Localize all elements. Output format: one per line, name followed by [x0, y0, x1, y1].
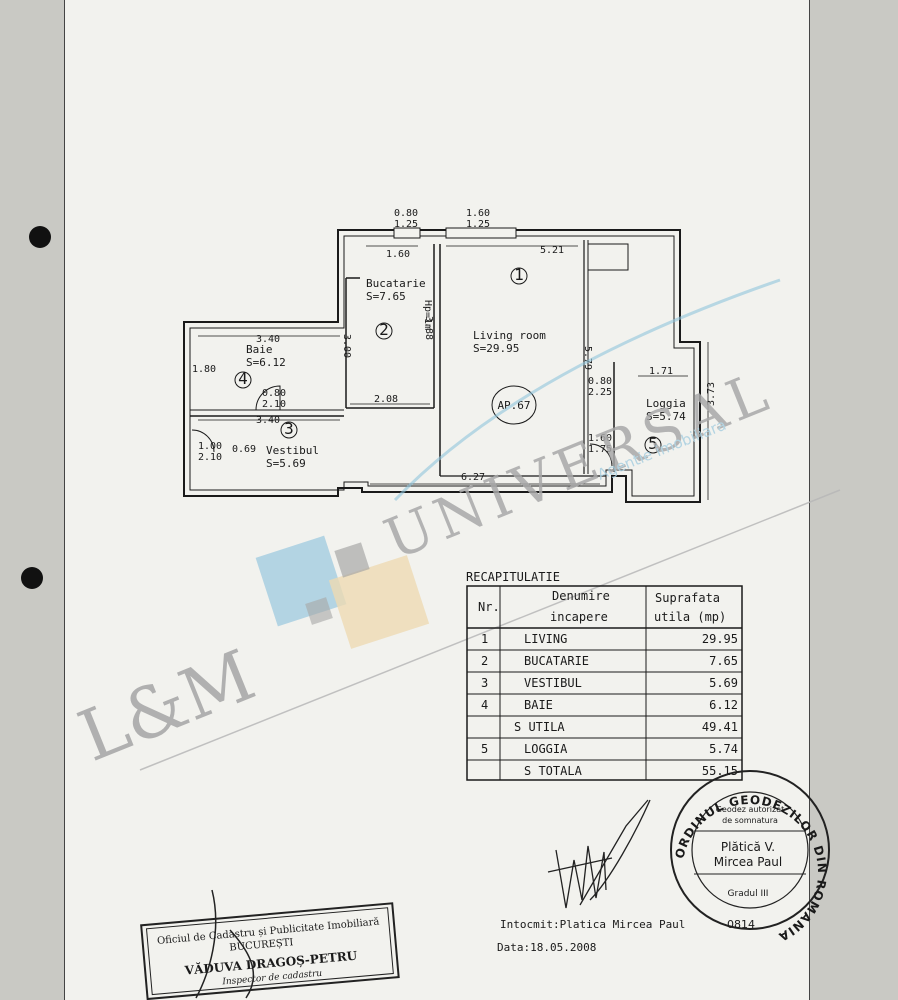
- recap-header-name-1: Denumire: [552, 589, 610, 603]
- ceiling-height-label: Hp=1m: [422, 300, 433, 330]
- room-number-living: 1: [514, 265, 524, 284]
- recap-cell-name: BAIE: [524, 698, 553, 712]
- recap-cell-name: BUCATARIE: [524, 654, 589, 668]
- round-stamp: ORDINUL GEODEZILOR DIN ROMANIA Geodez au…: [670, 770, 830, 944]
- stamp-name-1: Plătică V.: [721, 840, 775, 854]
- date-line: Data:18.05.2008: [497, 941, 596, 954]
- recap-cell-area: 29.95: [702, 632, 738, 646]
- recap-header-area-2: utila (mp): [654, 610, 726, 624]
- window-mid-height: 1.25: [466, 219, 490, 230]
- recap-cell-nr: 4: [481, 698, 488, 712]
- table-row: 3 VESTIBUL 5.69: [481, 676, 738, 690]
- dim-vestibule-width: 3.40: [256, 415, 280, 426]
- dim-kitchen-bottom: 2.08: [374, 394, 398, 405]
- room-name-vestibule: Vestibul: [266, 444, 319, 457]
- room-number-bath: 4: [238, 369, 248, 388]
- room-area-vestibule: S=5.69: [266, 457, 306, 470]
- watermark-logo-tan-square: [328, 555, 430, 649]
- recap-cell-name: S UTILA: [514, 720, 565, 734]
- table-row: S UTILA 49.41: [514, 720, 738, 734]
- recap-cell-name: LOGGIA: [524, 742, 568, 756]
- recap-cell-name: S TOTALA: [524, 764, 583, 778]
- dim-living-side: 5.79: [582, 346, 593, 370]
- recap-header-nr: Nr.: [478, 600, 500, 614]
- room-area-kitchen: S=7.65: [366, 290, 406, 303]
- table-row: S TOTALA 55.15: [524, 764, 738, 778]
- dim-kitchen-width: 1.60: [386, 249, 410, 260]
- stamp-grade: Gradul III: [728, 889, 769, 899]
- plan-labels: 1 2 3 4 5 Living room S=29.95 Bucatarie …: [192, 208, 717, 483]
- stamp-number: 0814: [727, 918, 755, 931]
- signature: [547, 799, 651, 909]
- dim-kitchen-height: 3.88: [423, 316, 434, 340]
- watermark-name: UNIVERSAL: [376, 358, 782, 573]
- door-loggia-2-width: 1.60: [588, 433, 612, 444]
- recap-cell-nr: 1: [481, 632, 488, 646]
- table-row: 4 BAIE 6.12: [481, 698, 738, 712]
- door-loggia-1-height: 2.25: [588, 387, 612, 398]
- dim-loggia-height: 3.73: [706, 382, 717, 406]
- door-bath-height: 2.10: [262, 399, 286, 410]
- room-area-living: S=29.95: [473, 342, 519, 355]
- door-bath-width: 0.80: [262, 388, 286, 399]
- room-number-kitchen: 2: [379, 320, 389, 339]
- rect-stamp: Oficiul de Cadastru și Publicitate Imobi…: [140, 902, 400, 1000]
- dim-loggia-width: 1.71: [649, 366, 673, 377]
- room-name-living: Living room: [473, 329, 546, 342]
- window-left-height: 1.25: [394, 219, 418, 230]
- room-name-kitchen: Bucatarie: [366, 277, 426, 290]
- room-area-loggia: S=5.74: [646, 410, 686, 423]
- door-entrance-height: 2.10: [198, 452, 222, 463]
- stamp-line-2: de somnatura: [722, 816, 778, 825]
- recap-cell-nr: 2: [481, 654, 488, 668]
- recap-cell-area: 5.74: [709, 742, 738, 756]
- watermark-logo-gray-square: [334, 542, 370, 578]
- recap-cell-name: LIVING: [524, 632, 567, 646]
- recap-header-area-1: Suprafata: [655, 591, 720, 605]
- watermark-brand: L&M: [68, 634, 266, 778]
- dim-living-width: 5.21: [540, 245, 564, 256]
- window-mid-width: 1.60: [466, 208, 490, 219]
- dim-bath-height: 1.80: [192, 364, 216, 375]
- table-row: 5 LOGGIA 5.74: [481, 742, 738, 756]
- window-left-width: 0.80: [394, 208, 418, 219]
- document-page: [64, 0, 810, 1000]
- author-line: Intocmit:Platica Mircea Paul: [500, 918, 685, 931]
- dim-entrance-side: 0.69: [232, 444, 256, 455]
- recap-title: RECAPITULATIE: [466, 570, 560, 584]
- recap-cell-nr: 3: [481, 676, 488, 690]
- room-name-loggia: Loggia: [646, 397, 686, 410]
- stamp-line-1: Geodez autorizat: [716, 805, 785, 814]
- dim-bath-width: 3.40: [256, 334, 280, 345]
- door-loggia-2-height: 1.75: [588, 444, 612, 455]
- door-entrance-width: 1.00: [198, 441, 222, 452]
- table-row: 1 LIVING 29.95: [481, 632, 738, 646]
- punch-hole: [29, 226, 51, 248]
- recap-cell-area: 7.65: [709, 654, 738, 668]
- room-number-vestibule: 3: [284, 419, 294, 438]
- floor-plan: [183, 227, 709, 503]
- recap-header-name-2: incapere: [550, 610, 608, 624]
- dim-living-bottom: 6.27: [461, 472, 485, 483]
- recap-cell-area: 6.12: [709, 698, 738, 712]
- recap-table: RECAPITULATIE Nr. Denumire incapere Supr…: [466, 570, 743, 781]
- door-loggia-1-width: 0.80: [588, 376, 612, 387]
- recap-cell-area: 49.41: [702, 720, 738, 734]
- room-number-loggia: 5: [648, 434, 658, 453]
- watermark-logo-gray-square: [305, 597, 333, 625]
- recap-cell-name: VESTIBUL: [524, 676, 582, 690]
- punch-hole: [21, 567, 43, 589]
- stamp-name-2: Mircea Paul: [714, 855, 783, 869]
- recap-cell-area: 5.69: [709, 676, 738, 690]
- recap-cell-nr: 5: [481, 742, 488, 756]
- dim-kitchen-side: 3.00: [341, 334, 352, 358]
- room-name-bath: Baie: [246, 343, 273, 356]
- room-area-bath: S=6.12: [246, 356, 286, 369]
- table-row: 2 BUCATARIE 7.65: [481, 654, 738, 668]
